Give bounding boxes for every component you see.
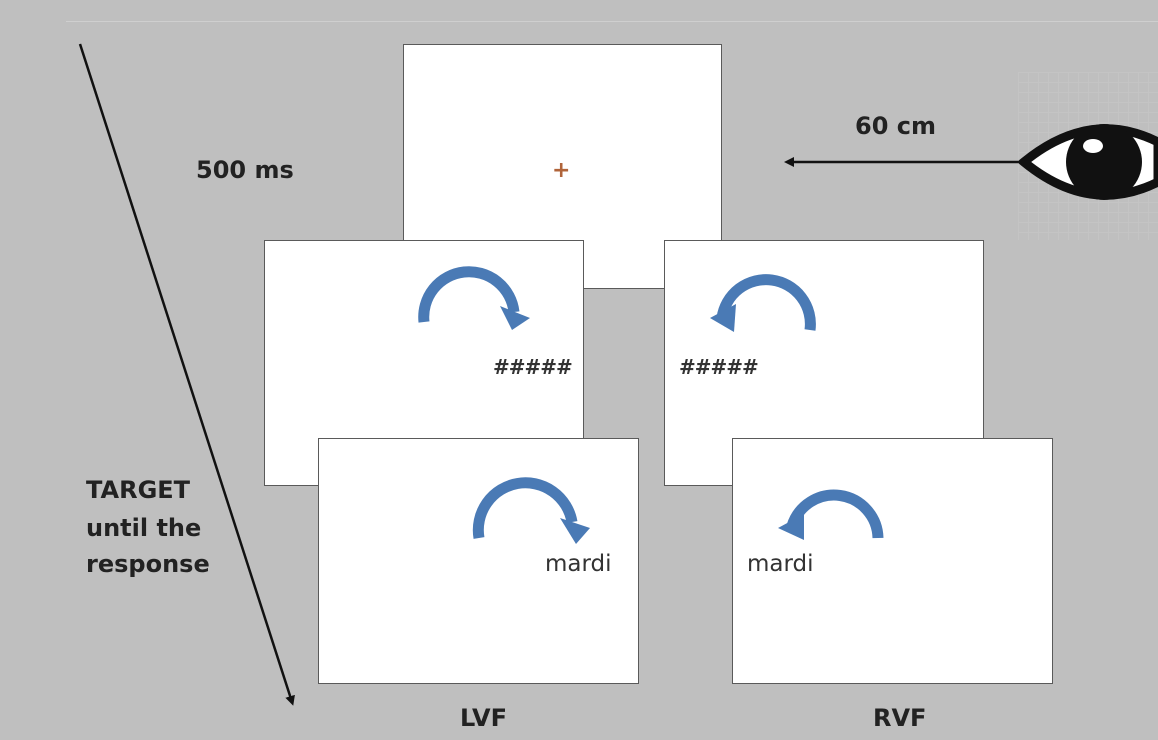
curved-arrow-left-icon-target [778, 489, 884, 540]
time-arrow [78, 43, 295, 706]
top-divider [66, 21, 1158, 22]
curved-arrow-right-icon-mask [418, 266, 530, 330]
fixation-duration-label: 500 ms [196, 156, 294, 184]
mask-text-right: ##### [679, 355, 759, 379]
fixation-cross: + [552, 158, 571, 183]
target-label-line3: response [86, 550, 210, 578]
target-screen-right: mardi [732, 438, 1053, 684]
rvf-label: RVF [873, 704, 927, 732]
target-screen-left: mardi [318, 438, 639, 684]
target-word-right: mardi [747, 551, 814, 577]
curved-arrow-left-icon-mask [710, 274, 816, 332]
distance-label: 60 cm [855, 112, 936, 140]
mask-text-left: ##### [493, 355, 573, 379]
target-word-left: mardi [545, 551, 612, 577]
eye-icon [1016, 124, 1158, 200]
lvf-label: LVF [460, 704, 507, 732]
target-label-line2: until the [86, 514, 202, 542]
curved-arrow-right-icon-target [472, 477, 590, 544]
target-label-line1: TARGET [86, 476, 191, 504]
